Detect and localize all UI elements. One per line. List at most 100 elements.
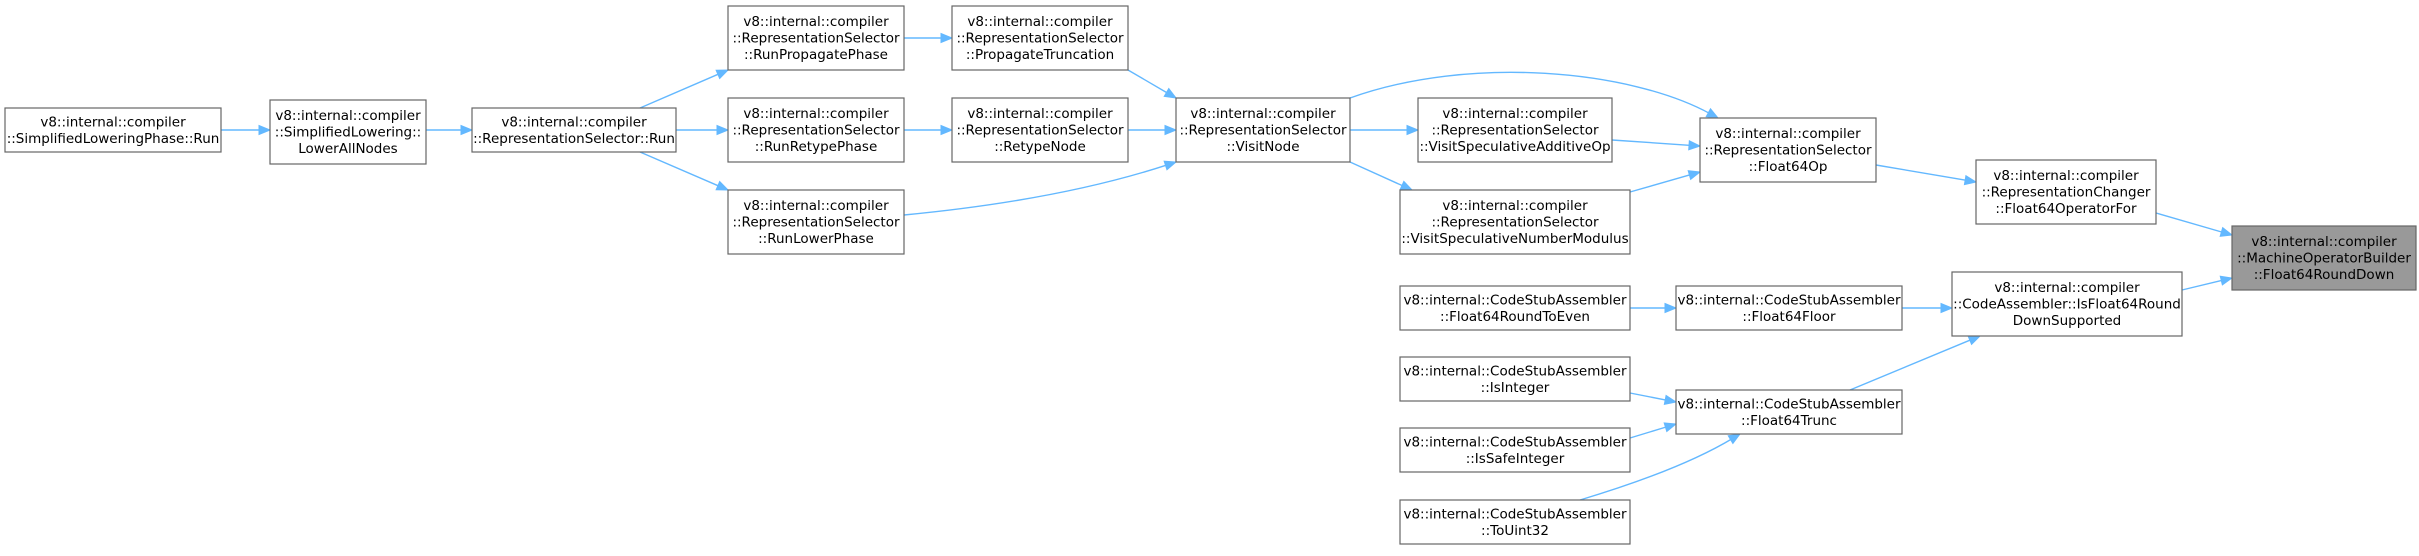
edge-n9-n12 (1349, 71, 1720, 119)
graph-node[interactable]: v8::internal::CodeStubAssembler::ToUint3… (1399, 499, 1631, 545)
graph-node[interactable]: v8::internal::compiler::CodeAssembler::I… (1951, 271, 2183, 337)
edge-n4-n7 (904, 32, 954, 44)
node-label-line: v8::internal::CodeStubAssembler (1403, 506, 1627, 522)
edge-arrowhead (2219, 226, 2234, 237)
edge-line (1629, 392, 1668, 401)
node-box (1399, 189, 1631, 255)
node-box (1417, 97, 1613, 163)
edge-line (639, 72, 721, 109)
edge-line (1349, 71, 1711, 115)
graph-node[interactable]: v8::internal::compiler::RepresentationSe… (1399, 189, 1631, 255)
node-label-line: v8::internal::compiler (40, 114, 186, 130)
edge-arrowhead (258, 124, 272, 136)
edge-n15-n20 (1902, 302, 1954, 314)
edge-arrowhead (1705, 107, 1720, 119)
node-label-line: ::Float64OperatorFor (1995, 201, 2137, 217)
graph-node[interactable]: v8::internal::CodeStubAssembler::IsSafeI… (1399, 427, 1631, 473)
graph-node[interactable]: v8::internal::compiler::RepresentationCh… (1975, 159, 2157, 225)
node-label-line: ::RepresentationSelector (1179, 123, 1347, 139)
edge-n3-n6 (639, 151, 730, 191)
node-label-line: ::SimplifiedLoweringPhase::Run (7, 131, 220, 147)
node-box (1399, 356, 1631, 402)
graph-node[interactable]: v8::internal::CodeStubAssembler::Float64… (1675, 285, 1903, 331)
node-box (1399, 499, 1631, 545)
edge-line (1127, 69, 1169, 95)
node-label-line: ::RepresentationChanger (1982, 185, 2151, 201)
node-label-line: v8::internal::compiler (2251, 234, 2397, 250)
node-label-line: ::RunLowerPhase (758, 231, 874, 247)
edge-n3-n4 (639, 69, 730, 109)
graph-node[interactable]: v8::internal::compiler::RepresentationSe… (727, 189, 905, 255)
node-label-line: v8::internal::compiler (1442, 198, 1588, 214)
edge-n9-n10 (1350, 124, 1420, 136)
graph-node[interactable]: v8::internal::compiler::RepresentationSe… (1699, 117, 1877, 183)
node-label-line: ::RepresentationSelector::Run (473, 131, 675, 147)
node-box (727, 5, 905, 71)
edge-n3-n5 (676, 124, 730, 136)
node-label-line: ::CodeAssembler::IsFloat64Round (1953, 297, 2181, 313)
node-label-line: v8::internal::compiler (1994, 280, 2140, 296)
node-box (1675, 389, 1903, 435)
edge-n16-n19 (1629, 392, 1678, 405)
focus-node[interactable]: v8::internal::compiler::MachineOperatorB… (2231, 225, 2417, 291)
graph-node[interactable]: v8::internal::compiler::RepresentationSe… (471, 107, 677, 153)
node-label-line: v8::internal::CodeStubAssembler (1677, 292, 1901, 308)
graph-node[interactable]: v8::internal::compiler::RepresentationSe… (951, 5, 1129, 71)
edge-line (2155, 212, 2224, 234)
node-label-line: ::VisitNode (1226, 139, 1299, 155)
node-label-line: ::Float64RoundToEven (1440, 309, 1590, 325)
edge-n20-n21 (2181, 275, 2234, 291)
edge-arrowhead (940, 124, 954, 136)
edge-n2-n3 (426, 124, 474, 136)
edge-n10-n12 (1611, 139, 1702, 151)
node-label-line: v8::internal::compiler (743, 106, 889, 122)
node-label-line: ::RepresentationSelector (956, 31, 1124, 47)
edge-n8-n9 (1128, 124, 1178, 136)
node-label-line: v8::internal::compiler (275, 108, 421, 124)
node-label-line: v8::internal::compiler (501, 114, 647, 130)
node-box (269, 99, 427, 165)
edge-arrowhead (1963, 174, 1978, 186)
graph-node[interactable]: v8::internal::compiler::SimplifiedLoweri… (4, 107, 222, 153)
edge-n14-n15 (1630, 302, 1678, 314)
graph-node[interactable]: v8::internal::CodeStubAssembler::IsInteg… (1399, 356, 1631, 402)
node-box (2231, 225, 2417, 291)
edge-line (1849, 338, 1972, 391)
node-label-line: ::RepresentationSelector (732, 31, 900, 47)
edge-line (639, 151, 721, 188)
graph-node[interactable]: v8::internal::CodeStubAssembler::Float64… (1399, 285, 1631, 331)
node-box (1699, 117, 1877, 183)
node-label-line: ::RepresentationSelector (732, 215, 900, 231)
node-label-line: ::RepresentationSelector (732, 123, 900, 139)
graph-node[interactable]: v8::internal::compiler::RepresentationSe… (951, 97, 1129, 163)
edge-arrowhead (715, 69, 730, 80)
node-label-line: v8::internal::compiler (1190, 106, 1336, 122)
node-label-line: LowerAllNodes (298, 141, 397, 157)
node-label-line: ::RepresentationSelector (956, 123, 1124, 139)
graph-node[interactable]: v8::internal::CodeStubAssembler::Float64… (1675, 389, 1903, 435)
node-label-line: v8::internal::compiler (1993, 168, 2139, 184)
edge-n9-n11 (1349, 161, 1414, 191)
edge-arrowhead (1399, 180, 1414, 191)
node-label-line: DownSupported (2013, 313, 2122, 329)
edge-line (1579, 438, 1733, 501)
edge-n17-n19 (1629, 422, 1678, 439)
edge-line (2181, 279, 2224, 291)
graph-node[interactable]: v8::internal::compiler::RepresentationSe… (727, 97, 905, 163)
node-label-line: ::Float64Op (1749, 159, 1828, 175)
edges-layer (221, 32, 2234, 501)
graph-node[interactable]: v8::internal::compiler::RepresentationSe… (1175, 97, 1351, 163)
graph-node[interactable]: v8::internal::compiler::RepresentationSe… (1417, 97, 1613, 163)
node-label-line: v8::internal::CodeStubAssembler (1403, 292, 1627, 308)
node-box (1951, 271, 2183, 337)
edge-arrowhead (1664, 302, 1678, 314)
node-label-line: ::RepresentationSelector (1704, 143, 1872, 159)
graph-node[interactable]: v8::internal::compiler::SimplifiedLoweri… (269, 99, 427, 165)
node-label-line: ::MachineOperatorBuilder (2237, 251, 2411, 267)
node-label-line: ::SimplifiedLowering:: (275, 125, 421, 141)
edge-n19-n20 (1849, 335, 1982, 391)
graph-node[interactable]: v8::internal::compiler::RepresentationSe… (727, 5, 905, 71)
edge-arrowhead (1663, 394, 1678, 405)
node-label-line: ::RepresentationSelector (1431, 215, 1599, 231)
